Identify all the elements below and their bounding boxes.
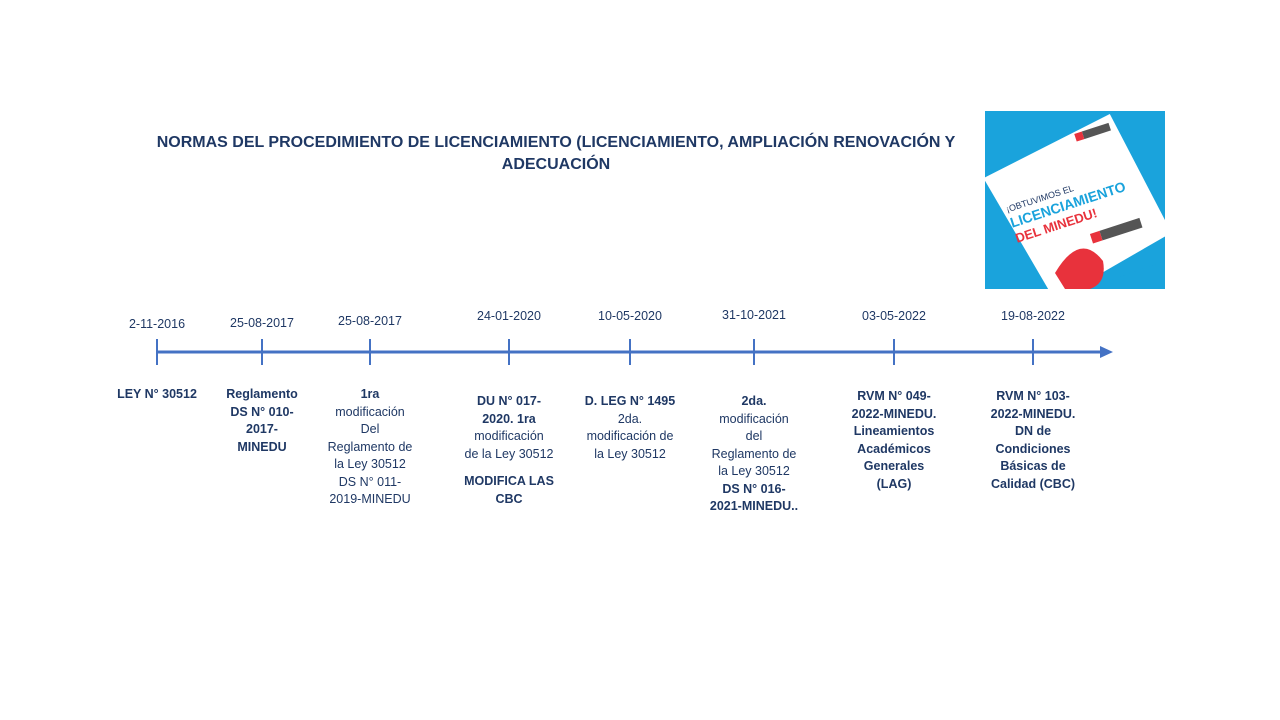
event-description-line: de la Ley 30512 xyxy=(464,446,554,461)
event-description: LEY N° 30512 xyxy=(96,386,218,404)
event-description-line: MINEDU xyxy=(237,439,287,454)
event-description-line: la Ley 30512 xyxy=(594,446,666,461)
event-description-line: 2021-MINEDU.. xyxy=(709,499,799,513)
event-description-line: Lineamientos xyxy=(853,424,935,438)
licenciamiento-image: ¡OBTUVIMOS EL LICENCIAMIENTO DEL MINEDU! xyxy=(985,111,1165,289)
event-description-line: LEY N° 30512 xyxy=(117,387,197,401)
event-description-line: la Ley 30512 xyxy=(334,457,406,471)
event-description-line: DS N° 010- xyxy=(230,404,294,419)
event-description-line: Académicos xyxy=(857,441,931,456)
event-description-line: 1ra xyxy=(360,387,380,401)
event-date: 25-08-2017 xyxy=(338,314,402,328)
event-description-line: 2019-MINEDU xyxy=(329,492,411,506)
event-date: 31-10-2021 xyxy=(722,308,786,322)
event-description-line: 2017- xyxy=(246,422,278,436)
event-description-line: 2022-MINEDU. xyxy=(990,406,1076,421)
event-description-line: modificación xyxy=(474,429,544,443)
event-description-line: D. LEG N° 1495 xyxy=(584,394,676,408)
timeline-arrowhead xyxy=(1100,346,1113,358)
event-description-line: modificación xyxy=(335,404,405,419)
event-description-line: Reglamento de xyxy=(711,446,797,461)
event-description-line: del xyxy=(745,429,763,443)
event-description-line: CBC xyxy=(495,491,523,506)
event-date: 10-05-2020 xyxy=(598,309,662,323)
event-description-line: modificación xyxy=(719,411,789,426)
licenciamiento-illustration: ¡OBTUVIMOS EL LICENCIAMIENTO DEL MINEDU! xyxy=(985,111,1165,289)
event-description-line: 2020. 1ra xyxy=(482,411,536,426)
event-date: 2-11-2016 xyxy=(128,317,186,331)
event-description-line: modificación de xyxy=(586,429,674,443)
event-description-line: DS N° 016- xyxy=(722,481,786,496)
page-title-line-2: ADECUACIÓN xyxy=(501,156,611,173)
event-description-line: Básicas de xyxy=(1000,459,1066,473)
event-description-line: Reglamento de xyxy=(327,439,413,454)
event-description-line: RVM N° 049- xyxy=(857,389,931,403)
event-description-line: Reglamento xyxy=(226,387,298,401)
event-description-line: 2022-MINEDU. xyxy=(851,406,937,421)
event-date: 25-08-2017 xyxy=(230,316,294,330)
event-description-line: Condiciones xyxy=(995,441,1071,456)
event-date: 19-08-2022 xyxy=(1001,309,1065,323)
event-description-line: Calidad (CBC) xyxy=(990,476,1076,491)
event-description-line: MODIFICA LAS xyxy=(464,474,554,488)
event-description-line: DU N° 017- xyxy=(476,394,542,408)
event-description-line: (LAG) xyxy=(876,476,912,491)
event-description-line: 2da. xyxy=(741,394,767,408)
timeline-axis-group xyxy=(156,339,1113,365)
event-date: 24-01-2020 xyxy=(477,309,541,323)
event-description-line: DN de xyxy=(1014,424,1052,438)
event-description-line: DS N° 011- xyxy=(338,474,402,489)
event-description: D. LEG N° 1495 2da. modificación de la Ley … xyxy=(569,393,691,463)
event-description: Reglamento DS N° 010- 2017- MINEDU xyxy=(201,386,323,456)
event-description-line: la Ley 30512 xyxy=(718,464,790,478)
event-description-line: Del xyxy=(360,422,380,436)
event-description-line: RVM N° 103- xyxy=(996,389,1070,403)
event-description-line: 2da. xyxy=(617,411,643,426)
event-description-line: Generales xyxy=(863,459,925,473)
page-title-line-1: NORMAS DEL PROCEDIMIENTO DE LICENCIAMIEN… xyxy=(156,134,956,151)
event-date: 03-05-2022 xyxy=(862,309,926,323)
event-description: DU N° 017- 2020. 1ra modificación de la Ley… xyxy=(448,393,570,508)
page-title: NORMAS DEL PROCEDIMIENTO DE LICENCIAMIEN… xyxy=(150,132,962,176)
